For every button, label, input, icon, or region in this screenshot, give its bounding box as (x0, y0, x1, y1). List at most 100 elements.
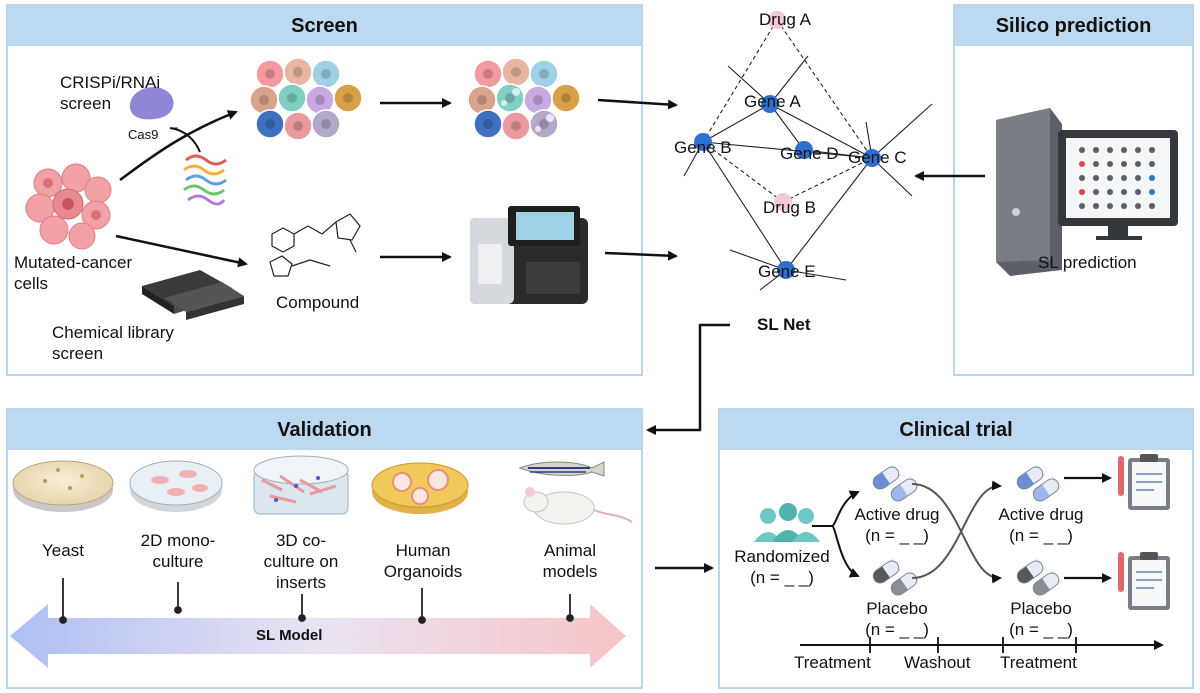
drug-node (774, 193, 792, 211)
screen-title: Screen (8, 6, 641, 46)
drug-node (768, 11, 786, 29)
node-gene-c-label: Gene C (848, 148, 907, 167)
cell-fragment (535, 126, 541, 132)
cell-fragment (546, 114, 554, 122)
arrow-to-compound (115, 234, 248, 268)
pill-icon (872, 558, 902, 584)
network-edge (702, 141, 873, 159)
network-ray (871, 157, 913, 197)
pill-icons (872, 464, 1062, 596)
pill-icon (1016, 464, 1046, 490)
cell-nucleus (315, 95, 325, 105)
cell-nucleus (511, 67, 521, 77)
prediction-dot (1135, 189, 1141, 195)
arrow-machine-to-net (604, 250, 678, 261)
prediction-dot (1121, 175, 1127, 181)
prediction-dot (1107, 189, 1113, 195)
timeline-treatment-2: Treatment (1000, 653, 1077, 672)
cell-nucleus (511, 121, 521, 131)
pill-icon (872, 464, 902, 490)
pill-icon (1032, 476, 1062, 502)
cell-nucleus (321, 119, 331, 129)
sl-prediction-label: SL prediction (1038, 253, 1137, 272)
pill-icon (1016, 558, 1046, 584)
cell-nucleus (287, 93, 297, 103)
network-edge (769, 103, 805, 151)
chemical-plates-icon (142, 270, 244, 320)
cell-nucleus (477, 95, 487, 105)
network-edge (803, 149, 873, 159)
pill-icon (890, 570, 920, 596)
model-label-yeast: Yeast (42, 541, 84, 560)
clipboard-icon-1 (1118, 454, 1170, 510)
prediction-dot (1135, 161, 1141, 167)
organoid-dish-icon (371, 462, 469, 514)
gene-node (777, 261, 795, 279)
pill-outline (872, 466, 900, 490)
sl-model-bar (10, 604, 626, 668)
prediction-dot (1135, 175, 1141, 181)
prediction-dot (1093, 189, 1099, 195)
pill-outline (890, 478, 918, 502)
compound-label: Compound (276, 293, 360, 312)
prediction-dot (1107, 147, 1113, 153)
cell-nucleus (293, 67, 303, 77)
node-gene-d-label: Gene D (780, 144, 839, 163)
network-edge (702, 141, 787, 271)
patients-icon (754, 503, 820, 542)
network-edge-dashed (776, 19, 873, 159)
prediction-dot (1149, 189, 1155, 195)
network-edge (785, 157, 873, 271)
node-drug-b-label: Drug B (763, 198, 816, 217)
rna-library-icon (183, 154, 227, 206)
cell-nucleus (483, 69, 493, 79)
cells-label: Mutated-cancer cells (14, 253, 133, 293)
cell (551, 83, 581, 113)
model-label-2d: 2D mono- culture (140, 531, 216, 571)
node-gene-e-label: Gene E (758, 262, 816, 281)
co-culture-insert-icon (253, 455, 349, 515)
cell (333, 83, 363, 113)
prediction-dot (1121, 203, 1127, 209)
cell-nucleus (561, 93, 571, 103)
prediction-dot (1079, 189, 1085, 195)
network-ray (727, 65, 771, 105)
node-gene-b-label: Gene B (674, 138, 732, 157)
pill-outline (1032, 572, 1060, 596)
prediction-dot (1079, 147, 1085, 153)
cell-fragment (501, 100, 507, 106)
cell-fragment (512, 88, 520, 96)
cell-nucleus (343, 93, 353, 103)
cell-grid-before (249, 57, 363, 141)
gene-node (761, 95, 779, 113)
cell-nucleus (539, 119, 549, 129)
pill-outline (890, 572, 918, 596)
cell-nucleus (265, 119, 275, 129)
model-label-3d: 3D co- culture on inserts (263, 531, 339, 592)
crossover-line-2 (911, 480, 1002, 579)
arrow-grid2-to-net (597, 98, 678, 110)
prediction-dot (1149, 147, 1155, 153)
prediction-dot (1121, 161, 1127, 167)
timeline-ticks (869, 637, 1077, 653)
clinical-panel: Clinical trial (718, 408, 1194, 689)
pill-outline (1016, 560, 1044, 584)
network-edge-dashed (702, 141, 784, 203)
prediction-dot (1093, 147, 1099, 153)
model-pins (59, 578, 574, 624)
sequencer-machine-icon (470, 206, 588, 304)
prediction-dot (1149, 203, 1155, 209)
cell (311, 109, 341, 139)
prediction-dot (1093, 203, 1099, 209)
pill-icon (1032, 570, 1062, 596)
clipboard-icon-2 (1118, 552, 1170, 610)
prediction-dot (1107, 161, 1113, 167)
chemical-library-label: Chemical library screen (52, 323, 174, 363)
cancer-cells-icon (25, 163, 112, 250)
randomized-label: Randomized (n = _ _) (734, 547, 830, 587)
pill-outline (1032, 478, 1060, 502)
cell-nucleus (533, 95, 543, 105)
prediction-dot (1149, 175, 1155, 181)
sl-network (683, 11, 933, 291)
